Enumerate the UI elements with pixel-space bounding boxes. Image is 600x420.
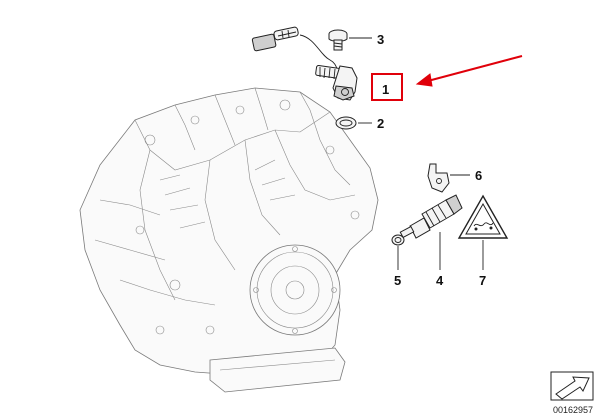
warning-triangle-icon bbox=[457, 194, 509, 270]
bolt-part-3 bbox=[328, 29, 372, 51]
callout-2: 2 bbox=[377, 116, 384, 131]
highlight-box-part-1 bbox=[371, 73, 403, 101]
callout-3: 3 bbox=[377, 32, 384, 47]
red-arrow-icon bbox=[415, 55, 523, 87]
callout-7: 7 bbox=[479, 273, 486, 288]
bracket-part-6 bbox=[427, 163, 470, 193]
callout-1: 1 bbox=[382, 82, 389, 97]
page-arrow-icon bbox=[550, 371, 594, 401]
o-ring-part-5 bbox=[391, 234, 405, 270]
connector-plug bbox=[251, 26, 299, 52]
transmission-assembly bbox=[79, 87, 379, 393]
reference-number: 00162957 bbox=[553, 405, 593, 415]
transmission-round-cover bbox=[249, 244, 341, 336]
callouts: 3 1 2 6 5 4 7 bbox=[377, 32, 486, 288]
o-ring-part-2 bbox=[335, 116, 372, 130]
callout-4: 4 bbox=[436, 273, 444, 288]
speed-sensor-part-1 bbox=[251, 26, 358, 101]
callout-5: 5 bbox=[394, 273, 401, 288]
switch-part-4 bbox=[399, 194, 463, 270]
oil-pan bbox=[209, 347, 346, 393]
callout-6: 6 bbox=[475, 168, 482, 183]
